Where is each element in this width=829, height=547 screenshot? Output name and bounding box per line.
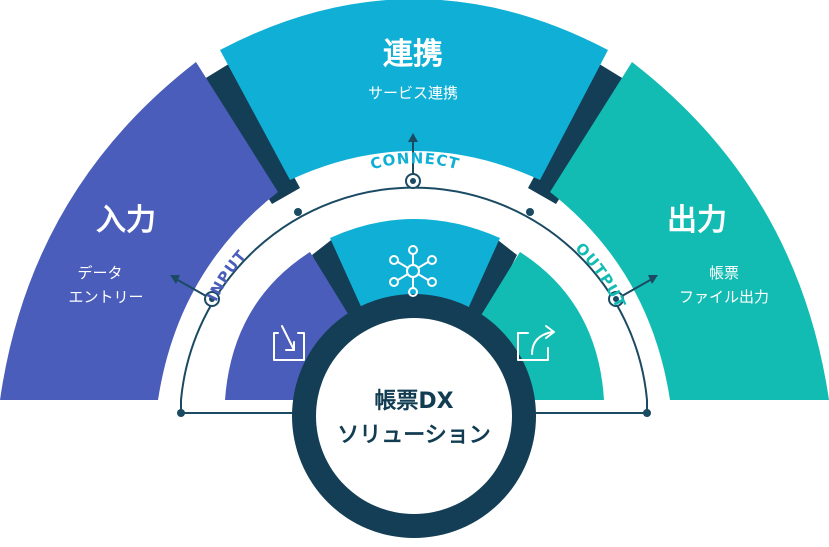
ring-label-connect: CONNECT bbox=[368, 149, 461, 173]
connector-input bbox=[175, 278, 207, 297]
marker-output-core bbox=[613, 296, 619, 302]
output-title: 出力 bbox=[667, 203, 727, 238]
connect-subtitle: サービス連携 bbox=[368, 84, 458, 102]
ring-dot-right bbox=[526, 208, 534, 216]
center-hub bbox=[316, 318, 512, 514]
segment-output bbox=[550, 62, 829, 400]
segment-connect bbox=[220, 0, 608, 180]
input-subtitle-line-2: エントリー bbox=[68, 288, 143, 306]
connector-output bbox=[621, 278, 653, 297]
marker-input-core bbox=[209, 296, 215, 302]
import-arrow-icon bbox=[273, 325, 305, 361]
gap-input-connect bbox=[196, 62, 300, 204]
network-hub-icon bbox=[389, 245, 437, 297]
arrowhead-input bbox=[170, 275, 180, 284]
output-subtitle-line-2: ファイル出力 bbox=[679, 288, 769, 306]
center-title-line-2: ソリューション bbox=[337, 423, 491, 448]
ring-end-dot-left bbox=[177, 409, 185, 417]
marker-connect-core bbox=[410, 178, 416, 184]
center-title-line-1: 帳票DX bbox=[374, 389, 453, 414]
connect-title: 連携 bbox=[383, 37, 443, 72]
inner-segment-connect bbox=[330, 219, 500, 322]
arrowhead-connect bbox=[408, 133, 418, 142]
ring-end-dot-right bbox=[643, 409, 651, 417]
segment-input bbox=[0, 62, 278, 400]
export-arrow-icon bbox=[517, 325, 555, 361]
ring-dot-left bbox=[294, 208, 302, 216]
input-subtitle-line-1: データ bbox=[77, 264, 122, 282]
arrowhead-output bbox=[648, 275, 658, 284]
output-subtitle-line-1: 帳票 bbox=[709, 264, 739, 282]
gap-connect-output bbox=[528, 62, 632, 204]
input-title: 入力 bbox=[96, 203, 156, 238]
